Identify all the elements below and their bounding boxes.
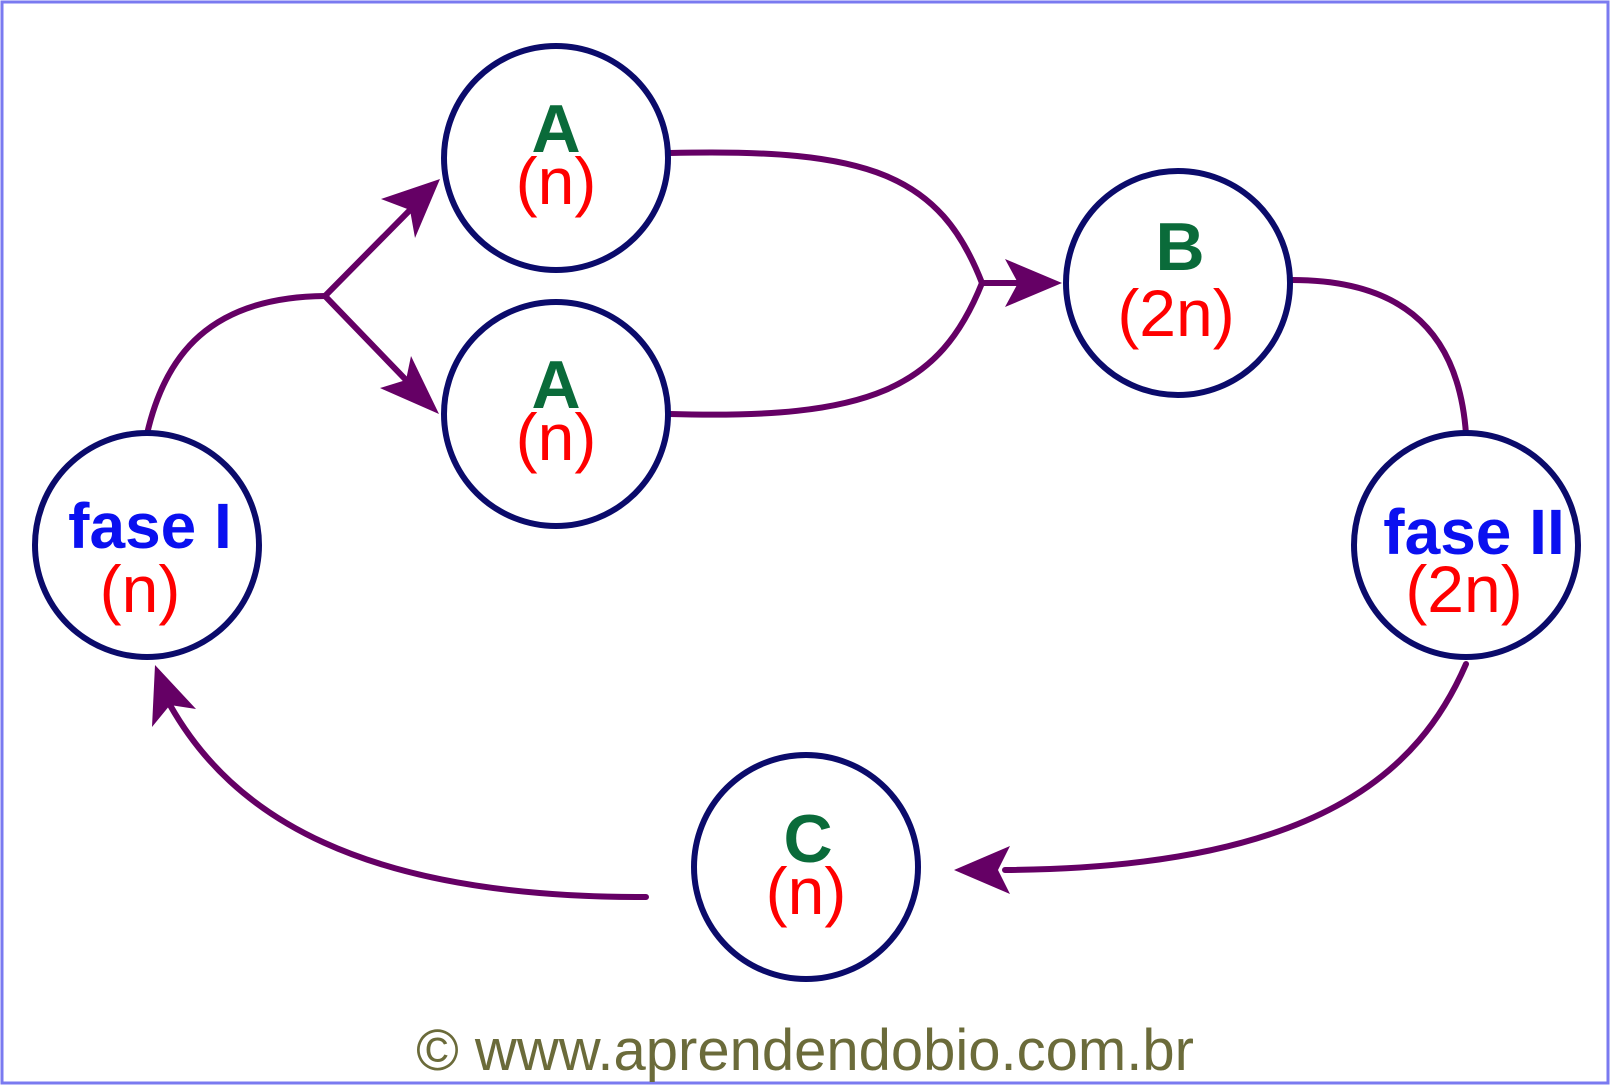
edge-fase1-to-split — [144, 293, 328, 437]
node-fase1-ploidy: (n) — [100, 552, 181, 626]
node-a-bottom-circle — [441, 299, 671, 529]
arrowhead-to-a-top — [381, 179, 440, 238]
node-fase2-label: fase II — [1383, 496, 1564, 568]
node-b-label: B — [1155, 209, 1204, 285]
credit-text: © www.aprendendobio.com.br — [416, 1018, 1194, 1083]
node-b-circle — [1063, 168, 1293, 398]
node-a-top-label: A — [531, 91, 580, 167]
edge-a-top-to-merge — [667, 149, 985, 286]
node-a-top-ploidy: (n) — [516, 144, 597, 218]
node-fase1-label: fase I — [68, 490, 232, 562]
node-a-bottom-label: A — [531, 347, 580, 423]
arrowhead-to-fase1 — [152, 665, 196, 727]
edge-c-to-fase1 — [167, 702, 649, 901]
edge-a-bottom-to-merge — [667, 280, 985, 418]
node-c-label: C — [783, 801, 832, 877]
edge-split-to-a-top — [322, 207, 413, 299]
node-b-ploidy: (2n) — [1117, 276, 1234, 350]
arrowhead-to-b — [1005, 259, 1062, 307]
node-a-top-circle — [441, 43, 671, 273]
edge-fase2-to-c — [1002, 661, 1469, 873]
edge-split-to-a-bottom — [322, 293, 409, 383]
node-a-bottom-ploidy: (n) — [516, 400, 597, 474]
edge-b-to-fase2 — [1289, 277, 1469, 437]
node-fase2-ploidy: (2n) — [1405, 552, 1522, 626]
node-c-ploidy: (n) — [766, 854, 847, 928]
node-fase2-circle — [1351, 430, 1581, 660]
arrowhead-to-a-bottom — [380, 356, 439, 414]
arrowhead-to-c — [954, 846, 1010, 894]
node-c-circle — [691, 752, 921, 982]
node-fase1-circle — [32, 430, 262, 660]
